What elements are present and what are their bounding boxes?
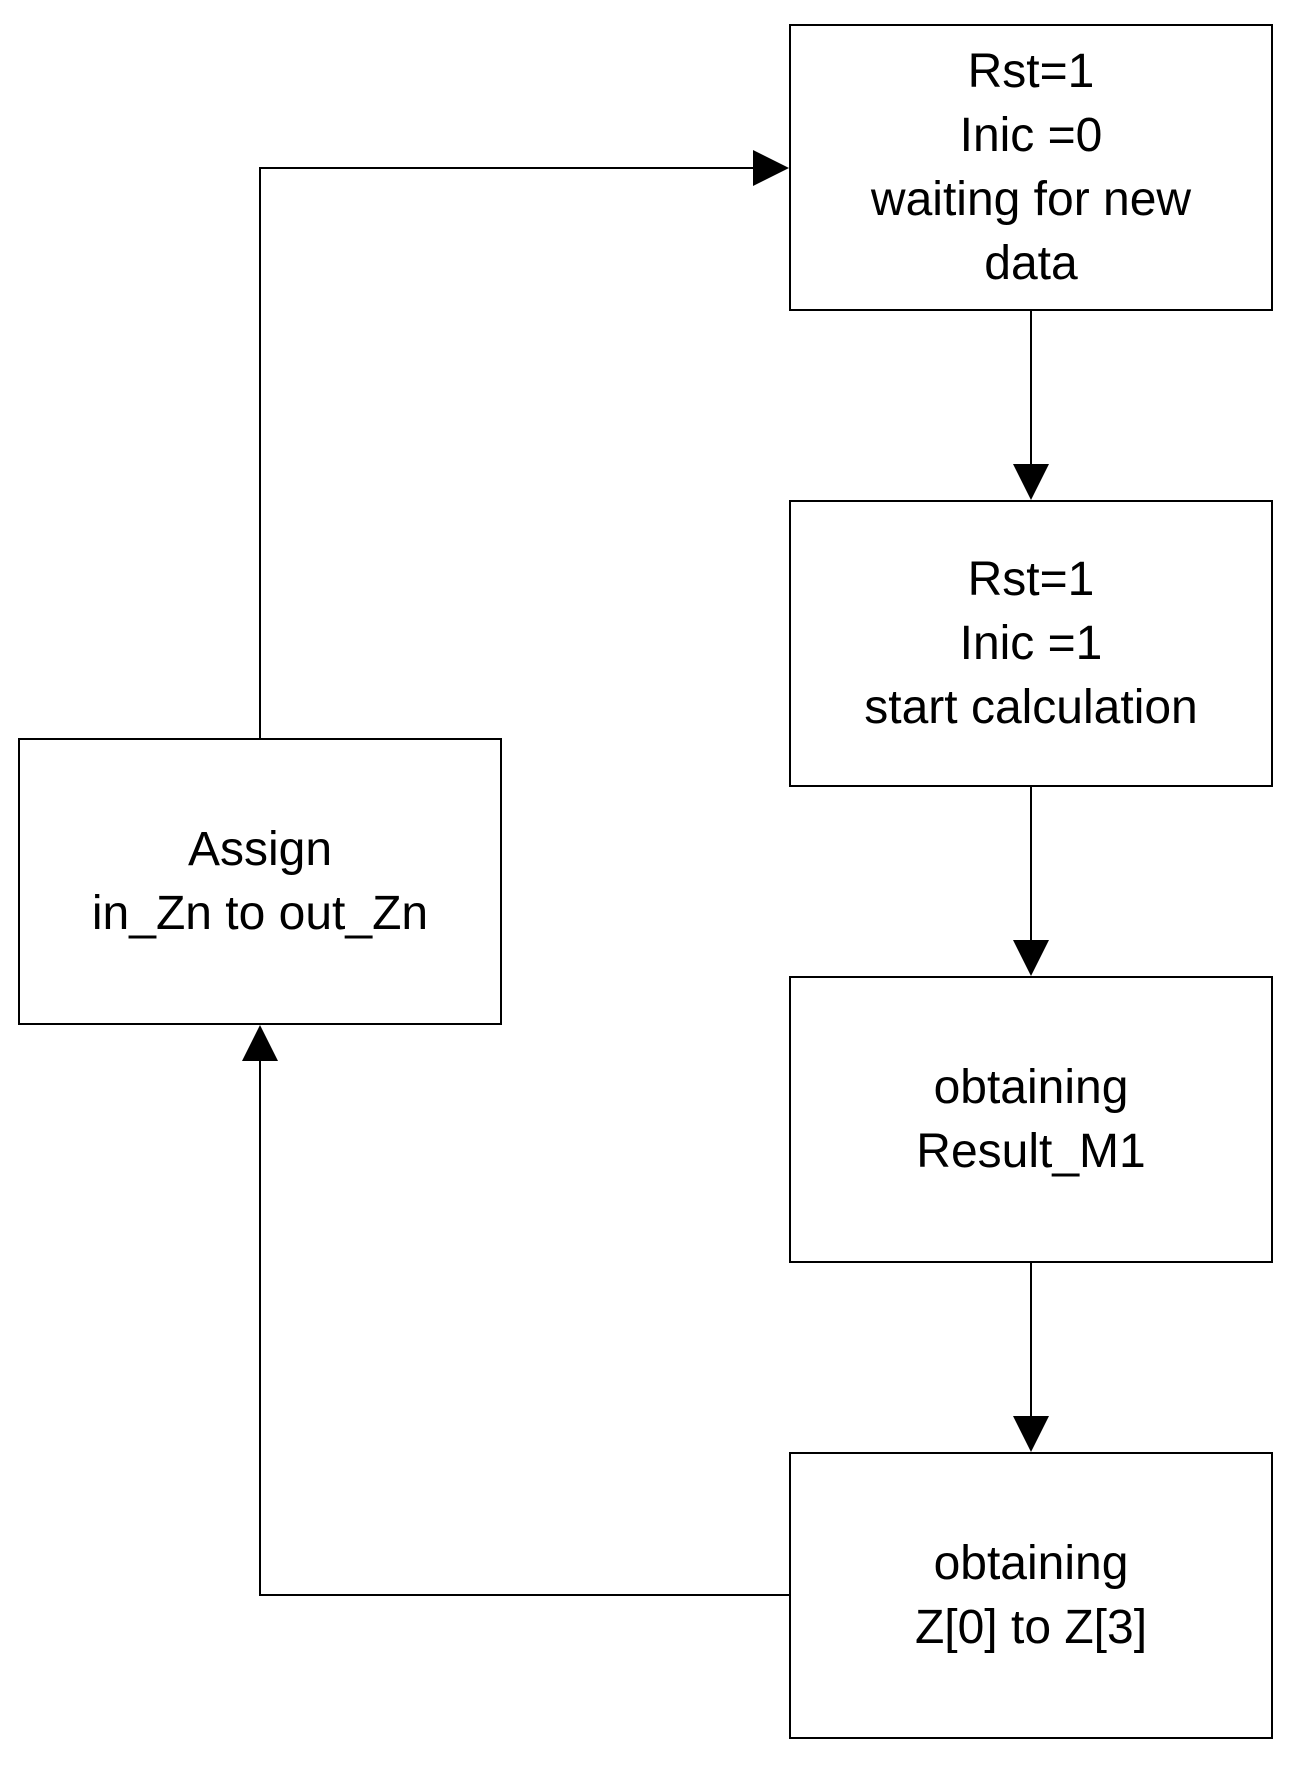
state-text-line: Result_M1: [916, 1124, 1146, 1178]
state-box-obtaining-z: obtaining Z[0] to Z[3]: [789, 1452, 1273, 1739]
state-text-line: waiting for new: [870, 172, 1192, 226]
state-text-line: Rst=1: [967, 552, 1095, 606]
arrowhead-icon: [1013, 464, 1049, 500]
edge-waiting-to-start: [1013, 311, 1049, 500]
state-box-start-calculation: Rst=1 Inic =1 start calculation: [789, 500, 1273, 787]
state-box-waiting: Rst=1 Inic =0 waiting for new data: [789, 24, 1273, 311]
state-text-line: Inic =0: [959, 108, 1103, 162]
state-text-line: Rst=1: [967, 44, 1095, 98]
edge-start-to-result-m1: [1013, 787, 1049, 976]
arrowhead-icon: [1013, 940, 1049, 976]
state-box-assign: Assign in_Zn to out_Zn: [18, 738, 502, 1025]
edge-result-m1-to-z: [1013, 1263, 1049, 1452]
state-text-line: obtaining: [933, 1536, 1129, 1590]
state-text-line: in_Zn to out_Zn: [91, 886, 429, 940]
edge-assign-to-waiting: [259, 150, 789, 738]
state-box-obtaining-result-m1: obtaining Result_M1: [789, 976, 1273, 1263]
arrowhead-icon: [753, 150, 789, 186]
state-text-line: Z[0] to Z[3]: [914, 1600, 1148, 1654]
edge-z-to-assign: [242, 1025, 789, 1596]
state-text-line: Inic =1: [959, 616, 1103, 670]
arrowhead-icon: [1013, 1416, 1049, 1452]
state-text-line: start calculation: [864, 680, 1198, 734]
state-text-line: Assign: [187, 822, 333, 876]
state-text-line: data: [984, 236, 1078, 290]
state-text-line: obtaining: [933, 1060, 1129, 1114]
arrowhead-icon: [242, 1025, 278, 1061]
